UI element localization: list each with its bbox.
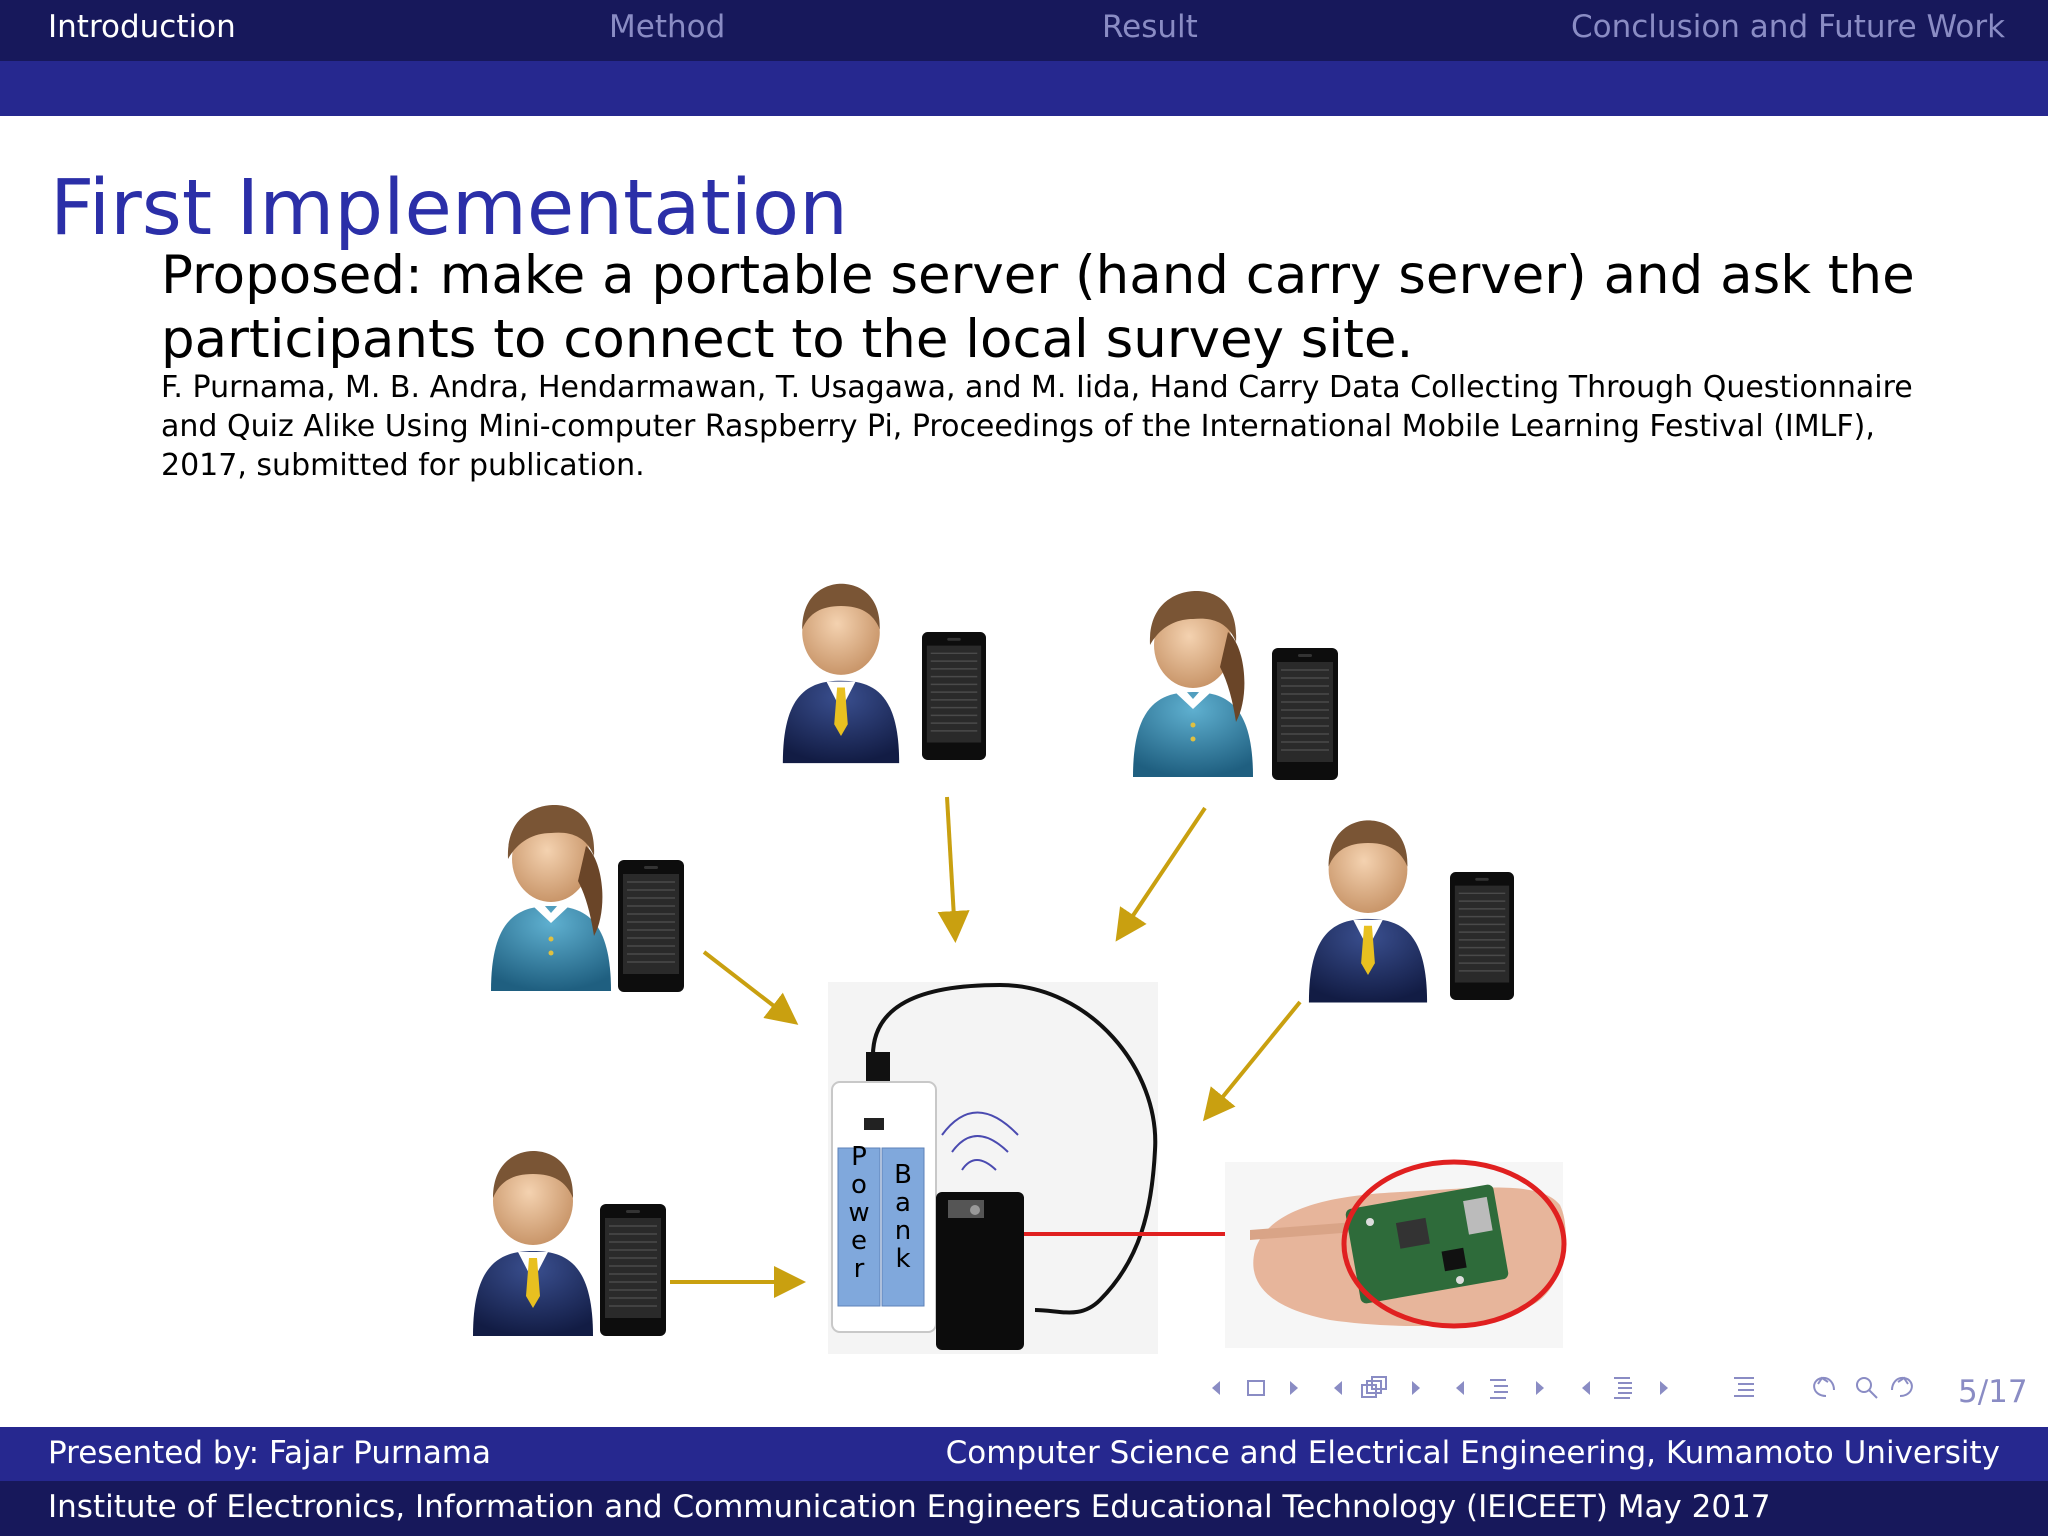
- tab-method[interactable]: Method: [609, 9, 726, 45]
- nav-prev-frame-icon[interactable]: [1212, 1381, 1220, 1395]
- nav-next-document-icon[interactable]: [1660, 1381, 1668, 1395]
- citation-text: F. Purnama, M. B. Andra, Hendarmawan, T.…: [161, 370, 1913, 483]
- footer: Presented by: Fajar Purnama Computer Sci…: [0, 1427, 2048, 1536]
- tab-result[interactable]: Result: [1102, 9, 1198, 45]
- participant-top-right: [1133, 591, 1338, 780]
- back-icon[interactable]: [1813, 1376, 1835, 1397]
- section-icon[interactable]: [1490, 1379, 1508, 1399]
- subsection-strip: [0, 61, 2048, 116]
- beamer-nav-controls: [1212, 1376, 1913, 1399]
- search-icon[interactable]: [1856, 1377, 1878, 1399]
- nav-next-subsection-icon[interactable]: [1412, 1381, 1420, 1395]
- slide-body-text: Proposed: make a portable server (hand c…: [161, 245, 1915, 370]
- outline-icon[interactable]: [1734, 1377, 1754, 1397]
- nav-next-section-icon[interactable]: [1536, 1381, 1544, 1395]
- footer-bottom-row: Institute of Electronics, Information an…: [0, 1481, 2048, 1536]
- frame-icon[interactable]: [1247, 1380, 1265, 1396]
- nav-next-frame-icon[interactable]: [1290, 1381, 1298, 1395]
- participant-top-center: [782, 583, 986, 764]
- slide-title: First Implementation: [50, 164, 848, 253]
- highlight-circle: [1341, 1159, 1567, 1329]
- footer-top-row: Presented by: Fajar Purnama Computer Sci…: [0, 1427, 2048, 1481]
- tab-introduction[interactable]: Introduction: [48, 9, 236, 45]
- event-text: Institute of Electronics, Information an…: [48, 1489, 1771, 1525]
- wifi-signal-icon: [941, 1111, 1019, 1171]
- connection-arrows: [670, 796, 1302, 1298]
- subsection-icon[interactable]: [1361, 1376, 1387, 1398]
- section-nav: Introduction Method Result Conclusion an…: [0, 0, 2048, 61]
- tab-conclusion[interactable]: Conclusion and Future Work: [1571, 9, 2006, 45]
- page-number: 5/17: [1958, 1374, 2028, 1410]
- forward-icon[interactable]: [1891, 1376, 1913, 1397]
- document-icon[interactable]: [1614, 1377, 1632, 1399]
- nav-prev-section-icon[interactable]: [1456, 1381, 1464, 1395]
- participant-right: [1308, 820, 1514, 1003]
- nav-prev-document-icon[interactable]: [1582, 1381, 1590, 1395]
- affiliation-text: Computer Science and Electrical Engineer…: [945, 1435, 2000, 1471]
- presenter-text: Presented by: Fajar Purnama: [48, 1435, 492, 1471]
- participant-bottom-left: [473, 1151, 666, 1336]
- header-bar: Introduction Method Result Conclusion an…: [0, 0, 2048, 116]
- participant-left: [491, 805, 684, 992]
- nav-prev-subsection-icon[interactable]: [1334, 1381, 1342, 1395]
- raspberry-pi-in-hand: [1225, 1159, 1567, 1348]
